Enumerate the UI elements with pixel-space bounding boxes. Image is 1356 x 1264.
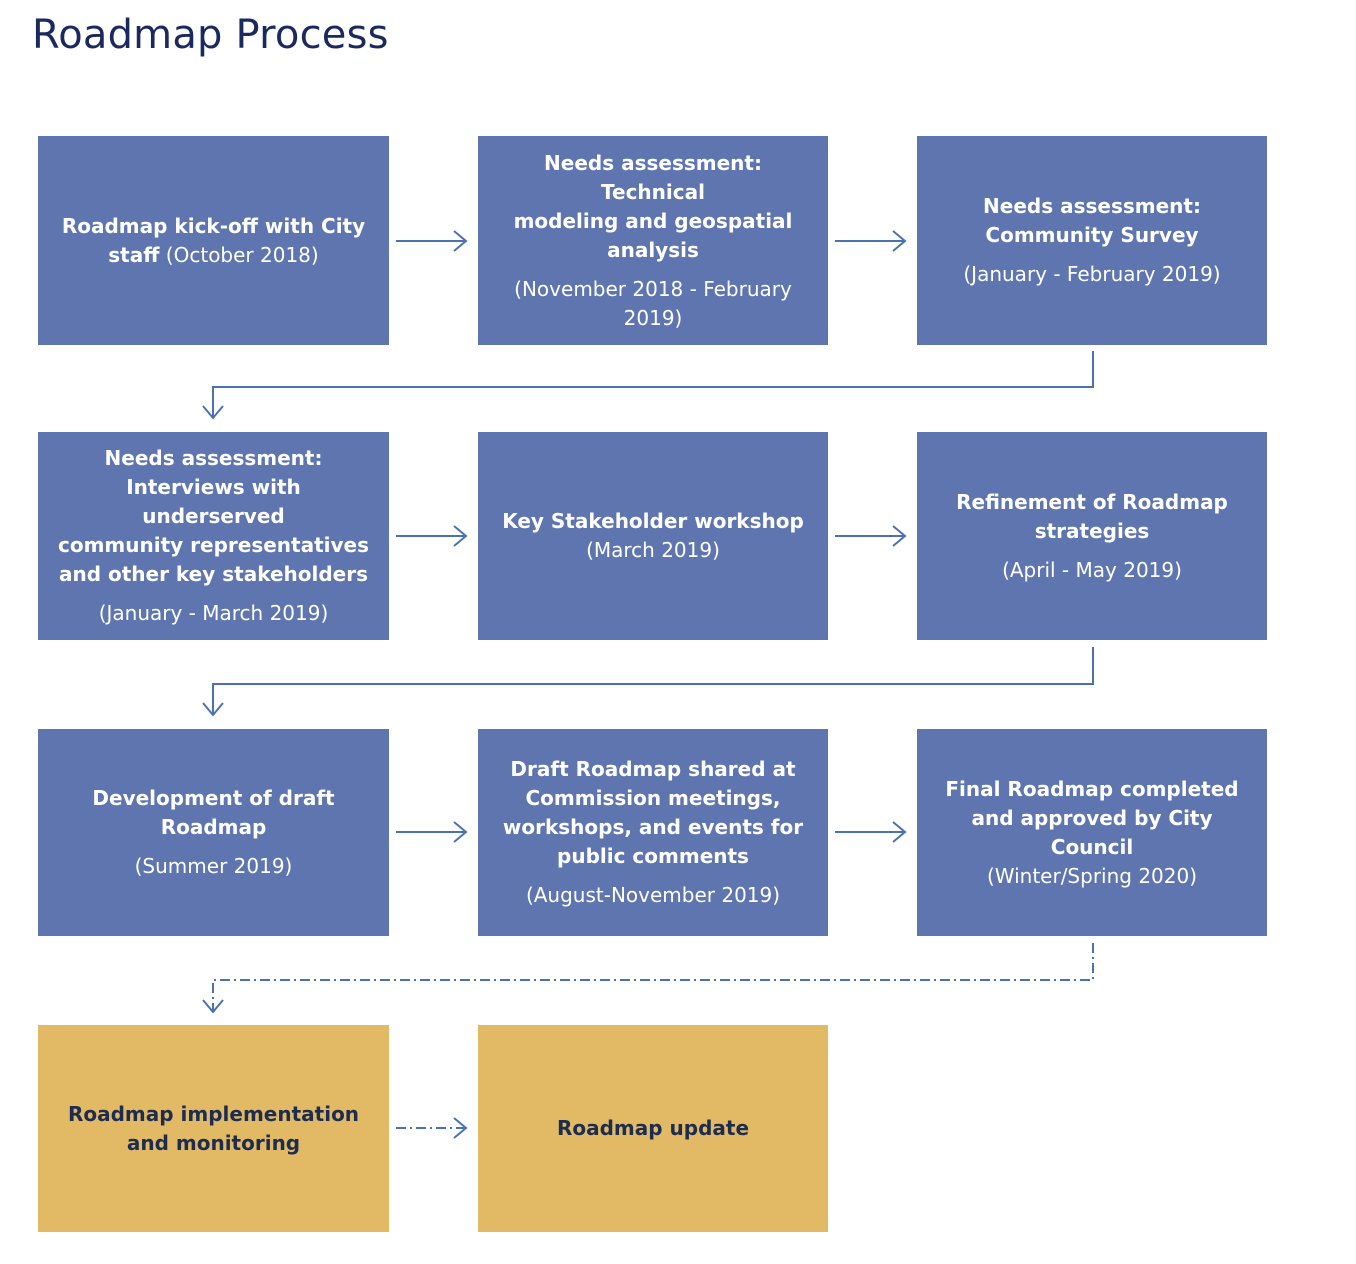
step-kickoff-date: (October 2018) [159,242,319,267]
step-interviews-date: (January - March 2019) [98,601,329,625]
step-implementation-label: Roadmap implementation and monitoring [67,1101,360,1155]
step-stakeholder-workshop: Key Stakeholder workshop (March 2019) [478,432,828,640]
step-refinement-label: Refinement of Roadmap strategies [956,489,1228,543]
step-technical-modeling-label: Needs assessment: Technical modeling and… [513,150,793,262]
step-roadmap-update: Roadmap update [478,1025,828,1232]
step-stakeholder-workshop-label: Key Stakeholder workshop [502,509,804,533]
step-community-survey: Needs assessment: Community Survey (Janu… [917,136,1267,345]
arrow-1-to-2 [396,230,468,252]
arrow-4-to-5 [396,525,468,547]
step-kickoff: Roadmap kick-off with City staff (Octobe… [38,136,389,345]
step-draft-development: Development of draft Roadmap (Summer 201… [38,729,389,936]
step-roadmap-update-label: Roadmap update [556,1116,750,1140]
step-interviews: Needs assessment: Interviews with unders… [38,432,389,640]
step-draft-shared: Draft Roadmap shared at Commission meeti… [478,729,828,936]
step-final-roadmap: Final Roadmap completed and approved by … [917,729,1267,936]
step-kickoff-label: Roadmap kick-off with City staff [61,213,366,267]
step-final-roadmap-date: (Winter/Spring 2020) [986,863,1198,888]
step-stakeholder-workshop-date: (March 2019) [586,538,720,562]
step-draft-development-date: (Summer 2019) [134,854,293,878]
step-implementation: Roadmap implementation and monitoring [38,1025,389,1232]
page-title: Roadmap Process [32,12,389,58]
step-draft-shared-label: Draft Roadmap shared at Commission meeti… [502,757,804,868]
step-refinement-date: (April - May 2019) [1002,557,1182,582]
step-refinement: Refinement of Roadmap strategies (April … [917,432,1267,640]
arrow-3-to-4 [202,351,1094,420]
arrow-6-to-7 [202,647,1094,717]
step-community-survey-date: (January - February 2019) [963,262,1221,286]
step-final-roadmap-label: Final Roadmap completed and approved by … [945,776,1239,859]
arrow-8-to-9 [835,821,907,843]
step-community-survey-label: Needs assessment: Community Survey [983,194,1201,247]
step-draft-shared-date: (August-November 2019) [525,883,781,907]
step-technical-modeling-date: (November 2018 - February 2019) [514,276,792,330]
arrow-2-to-3 [835,230,907,252]
arrow-7-to-8 [396,821,468,843]
step-interviews-label: Needs assessment: Interviews with unders… [57,446,370,586]
step-draft-development-label: Development of draft Roadmap [92,786,335,839]
arrow-9-to-10 [212,943,1094,1012]
step-technical-modeling: Needs assessment: Technical modeling and… [478,136,828,345]
arrow-5-to-6 [835,525,907,547]
